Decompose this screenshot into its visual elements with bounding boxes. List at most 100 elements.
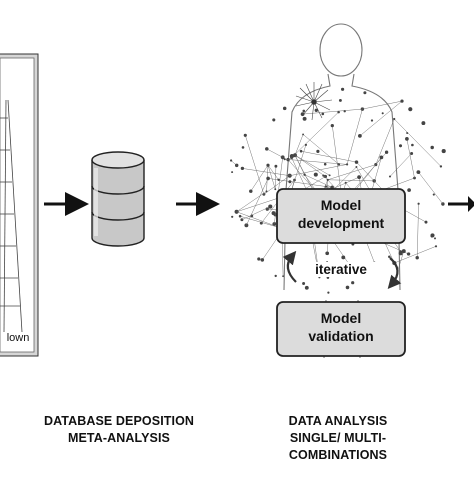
network-node xyxy=(339,99,342,102)
network-node xyxy=(302,110,305,113)
network-node xyxy=(272,118,275,121)
network-node xyxy=(266,190,268,192)
network-node xyxy=(434,237,436,239)
network-node xyxy=(244,134,247,137)
network-node xyxy=(351,281,354,284)
network-node xyxy=(261,258,265,262)
network-edge xyxy=(390,154,412,177)
network-node xyxy=(249,189,252,192)
network-node xyxy=(430,233,434,237)
database-caption: DATABASE DEPOSITION META-ANALYSIS xyxy=(40,413,198,447)
network-node xyxy=(416,170,420,174)
network-node xyxy=(408,107,412,111)
network-node xyxy=(435,245,437,247)
network-node xyxy=(407,252,410,255)
network-node xyxy=(293,153,297,157)
network-node xyxy=(275,275,277,277)
network-node xyxy=(321,113,324,116)
network-node xyxy=(266,164,269,167)
network-node xyxy=(327,292,329,294)
network-node xyxy=(440,165,442,167)
network-node xyxy=(283,107,287,111)
network-node xyxy=(388,255,391,258)
network-node xyxy=(389,175,391,177)
iterative-label: iterative xyxy=(300,262,382,277)
network-node xyxy=(421,121,425,125)
network-edge xyxy=(303,134,339,164)
network-edge xyxy=(360,101,402,136)
network-edge xyxy=(418,172,443,204)
network-node xyxy=(382,112,384,114)
network-edge xyxy=(237,198,279,212)
left-panel-label: lown xyxy=(0,332,36,344)
network-node xyxy=(242,146,245,149)
iterative-arrow-left xyxy=(288,256,296,282)
model-validation-line2: validation xyxy=(277,327,405,345)
network-node xyxy=(300,150,303,153)
network-node xyxy=(305,144,307,146)
model-validation-label: Model validation xyxy=(277,309,405,345)
analysis-caption-line3: COMBINATIONS xyxy=(268,447,408,464)
network-edge xyxy=(394,119,441,166)
network-edge xyxy=(237,191,267,211)
network-node xyxy=(265,147,269,151)
network-node xyxy=(407,188,411,192)
network-node xyxy=(268,205,272,209)
network-edge xyxy=(290,145,306,195)
network-node xyxy=(355,160,359,164)
network-node xyxy=(239,215,242,218)
network-edge xyxy=(251,165,268,191)
network-node xyxy=(399,144,402,147)
network-node xyxy=(442,149,446,153)
network-node xyxy=(324,163,327,166)
network-node xyxy=(230,159,232,161)
network-node xyxy=(411,144,414,147)
network-edge xyxy=(362,101,402,109)
model-development-line1: Model xyxy=(277,196,405,214)
network-node xyxy=(405,137,409,141)
network-node xyxy=(341,255,345,259)
network-node xyxy=(260,222,263,225)
database-caption-line2: META-ANALYSIS xyxy=(40,430,198,447)
network-node xyxy=(410,152,413,155)
analysis-caption-line1: DATA ANALYSIS xyxy=(268,413,408,430)
network-node xyxy=(415,256,418,259)
database-caption-line1: DATABASE DEPOSITION xyxy=(40,413,198,430)
network-node xyxy=(241,167,244,170)
network-node xyxy=(380,156,384,160)
network-edge xyxy=(376,119,394,165)
database-icon xyxy=(92,152,144,246)
network-node xyxy=(371,119,373,121)
analysis-caption: DATA ANALYSIS SINGLE/ MULTI- COMBINATION… xyxy=(268,413,408,464)
network-edge xyxy=(303,109,363,114)
analysis-caption-line2: SINGLE/ MULTI- xyxy=(268,430,408,447)
network-node xyxy=(357,175,361,179)
network-node xyxy=(266,177,270,181)
network-node xyxy=(274,188,276,190)
network-edge xyxy=(267,149,283,157)
left-panel xyxy=(0,54,38,356)
network-node xyxy=(302,282,305,285)
network-node xyxy=(385,151,388,154)
network-node xyxy=(314,173,318,177)
network-node xyxy=(363,91,366,94)
arrow-to-next-stage-head xyxy=(468,196,474,212)
network-edge xyxy=(292,112,339,158)
network-node xyxy=(303,174,305,176)
network-node xyxy=(305,286,309,290)
network-node xyxy=(341,88,344,91)
network-node xyxy=(329,174,331,176)
network-node xyxy=(322,174,324,176)
network-node xyxy=(316,150,319,153)
network-edge xyxy=(295,155,325,176)
network-node xyxy=(257,257,260,260)
network-node xyxy=(430,146,433,149)
network-node xyxy=(303,117,307,121)
network-edge xyxy=(242,168,289,175)
network-node xyxy=(399,250,402,253)
network-node xyxy=(277,179,279,181)
network-node xyxy=(400,99,403,102)
model-development-label: Model development xyxy=(277,196,405,232)
